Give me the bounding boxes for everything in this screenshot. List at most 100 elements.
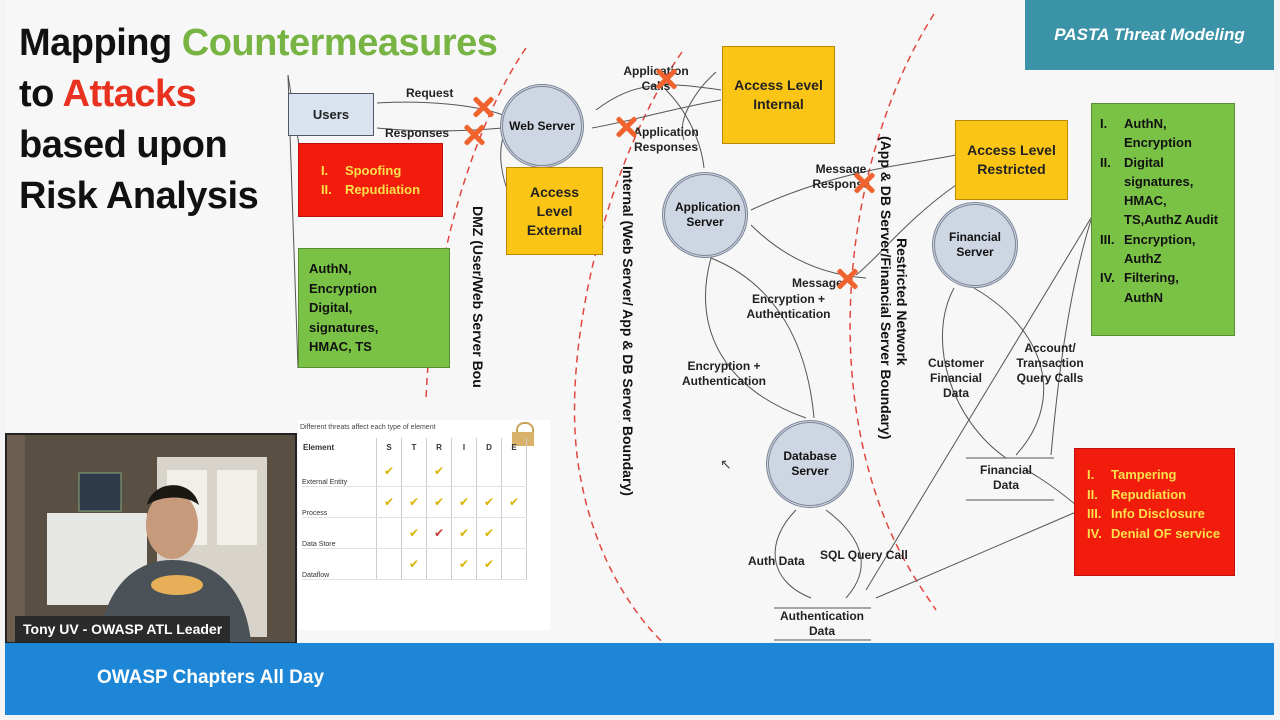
stride-check-cell bbox=[476, 456, 502, 487]
list-item-text: Filtering, AuthN bbox=[1124, 270, 1179, 305]
database-server-node: Database Server bbox=[766, 420, 854, 508]
list-item-text: Repudiation bbox=[344, 182, 421, 197]
slide-title: Mapping Countermeasures to Attacks based… bbox=[19, 22, 498, 217]
stride-check-cell: ✔ bbox=[401, 548, 427, 580]
stride-check-cell bbox=[426, 548, 452, 580]
attack-x-icon bbox=[853, 172, 875, 194]
stride-check-cell bbox=[376, 548, 402, 580]
stride-element-name: Dataflow bbox=[302, 548, 377, 580]
label-customer-financial-data: Customer Financial Data bbox=[927, 356, 984, 400]
stride-header-cell: T bbox=[401, 438, 427, 456]
list-item-number: I. bbox=[320, 163, 329, 178]
label-request: Request bbox=[406, 86, 454, 100]
web-server-node: Web Server bbox=[500, 84, 584, 168]
label-message: Message bbox=[792, 276, 843, 290]
stride-check-cell: ✔ bbox=[451, 486, 477, 518]
users-node: Users bbox=[288, 93, 374, 136]
list-item: II. Digital signatures, HMAC, TS,AuthZ Au… bbox=[1100, 153, 1220, 230]
stride-check-cell: ✔ bbox=[451, 548, 477, 580]
boundary-restricted-label: Restricted Network bbox=[894, 238, 910, 366]
list-item-text: Encryption, AuthZ bbox=[1124, 231, 1196, 267]
boundary-dmz-label: DMZ (User/Web Server Bou bbox=[470, 206, 486, 388]
label-responses: Responses bbox=[385, 126, 450, 140]
stride-check-cell: ✔ bbox=[476, 517, 502, 549]
table-row: External Entity✔✔ bbox=[302, 456, 527, 487]
list-item: I.AuthN, Encryption bbox=[1100, 114, 1220, 153]
list-item: III. Encryption, AuthZ bbox=[1100, 230, 1220, 269]
label-auth-data: Auth Data bbox=[748, 554, 805, 568]
table-row: Process✔✔✔✔✔✔ bbox=[302, 486, 527, 518]
stride-check-cell: ✔ bbox=[401, 486, 427, 518]
stride-header-cell: R bbox=[426, 438, 452, 456]
label-account-transaction-query: Account/ Transaction Query Calls bbox=[1016, 341, 1084, 385]
stride-check-cell: ✔ bbox=[501, 486, 527, 518]
boundary-app-db-label: (App & DB Server/Financial Server Bounda… bbox=[878, 136, 894, 440]
label-sql-query-call: SQL Query Call bbox=[820, 548, 908, 562]
stride-check-cell: ✔ bbox=[401, 517, 427, 549]
stride-check-cell: ✔ bbox=[476, 486, 502, 518]
stride-header-cell: D bbox=[476, 438, 502, 456]
list-item-text: Info Disclosure bbox=[1111, 506, 1205, 521]
access-level-external-box: Access Level External bbox=[506, 167, 603, 255]
application-server-node: Application Server bbox=[662, 172, 748, 258]
countermeasure-box-left: AuthN, Encryption Digital, signatures, H… bbox=[298, 248, 450, 368]
list-item-text: Tampering bbox=[1111, 467, 1177, 482]
list-item-number: II. bbox=[320, 182, 332, 197]
list-item-number: I. bbox=[1087, 467, 1095, 482]
list-item: III. Info Disclosure bbox=[1087, 504, 1227, 524]
stride-check-cell: ✔ bbox=[426, 456, 452, 487]
label-encryption-authentication-2: Encryption + Authentication bbox=[682, 359, 766, 388]
stride-check-cell: ✔ bbox=[426, 486, 452, 518]
stride-check-cell bbox=[451, 456, 477, 487]
stride-check-cell: ✔ bbox=[426, 517, 452, 549]
pasta-badge: PASTA Threat Modeling bbox=[1025, 0, 1274, 70]
attack-x-icon bbox=[655, 68, 677, 90]
stride-header-cell: E bbox=[501, 438, 527, 456]
list-item-text: Repudiation bbox=[1111, 486, 1187, 502]
label-financial-data: Financial Data bbox=[979, 463, 1032, 492]
attack-x-icon bbox=[472, 96, 494, 118]
label-encryption-authentication-1: Encryption + Authentication bbox=[746, 292, 831, 321]
mouse-cursor-icon: ↖ bbox=[720, 456, 732, 472]
list-item-number: IV. bbox=[1100, 270, 1115, 286]
stride-table-image: Different threats affect each type of el… bbox=[298, 420, 550, 630]
list-item-number: I. bbox=[1100, 116, 1108, 131]
stride-header-cell: S bbox=[376, 438, 402, 456]
list-item-text: Digital signatures, HMAC, TS,AuthZ Audit bbox=[1124, 154, 1219, 228]
stride-header-cell: I bbox=[451, 438, 477, 456]
footer-bar: OWASP Chapters All Day bbox=[5, 643, 1274, 715]
stride-check-cell bbox=[501, 456, 527, 487]
list-item: II. Repudiation bbox=[321, 180, 420, 199]
stride-check-cell: ✔ bbox=[451, 517, 477, 549]
list-item-number: II. bbox=[1100, 154, 1111, 170]
table-row: Data Store✔✔✔✔ bbox=[302, 517, 527, 549]
stride-caption: Different threats affect each type of el… bbox=[300, 424, 436, 431]
list-item-number: II. bbox=[1087, 486, 1098, 502]
label-authentication-data: Authentication Data bbox=[780, 609, 864, 638]
boundary-internal-label: Internal (Web Server/ App & DB Server Bo… bbox=[620, 166, 636, 496]
list-item: II. Repudiation bbox=[1087, 485, 1227, 505]
webcam-video[interactable]: Tony UV - OWASP ATL Leader bbox=[5, 433, 297, 644]
stride-check-cell: ✔ bbox=[376, 456, 402, 487]
table-row: Dataflow✔✔✔ bbox=[302, 548, 527, 580]
stride-element-name: Data Store bbox=[302, 517, 377, 549]
list-item: I. Tampering bbox=[1087, 465, 1227, 485]
list-item-text: Denial OF service bbox=[1111, 525, 1221, 541]
list-item-number: III. bbox=[1087, 506, 1102, 521]
lock-icon bbox=[516, 422, 534, 436]
stride-check-cell: ✔ bbox=[376, 486, 402, 518]
stride-check-cell bbox=[501, 517, 527, 549]
stride-header-cell: Element bbox=[302, 438, 377, 456]
footer-title: OWASP Chapters All Day bbox=[97, 667, 325, 688]
list-item-text: Spoofing bbox=[344, 163, 402, 178]
attack-x-icon bbox=[463, 124, 485, 146]
list-item: IV. Filtering, AuthN bbox=[1100, 268, 1220, 307]
presenter-image bbox=[7, 435, 295, 642]
list-item-number: III. bbox=[1100, 231, 1115, 247]
list-item: I. Spoofing bbox=[321, 161, 420, 180]
stride-element-name: Process bbox=[302, 486, 377, 518]
